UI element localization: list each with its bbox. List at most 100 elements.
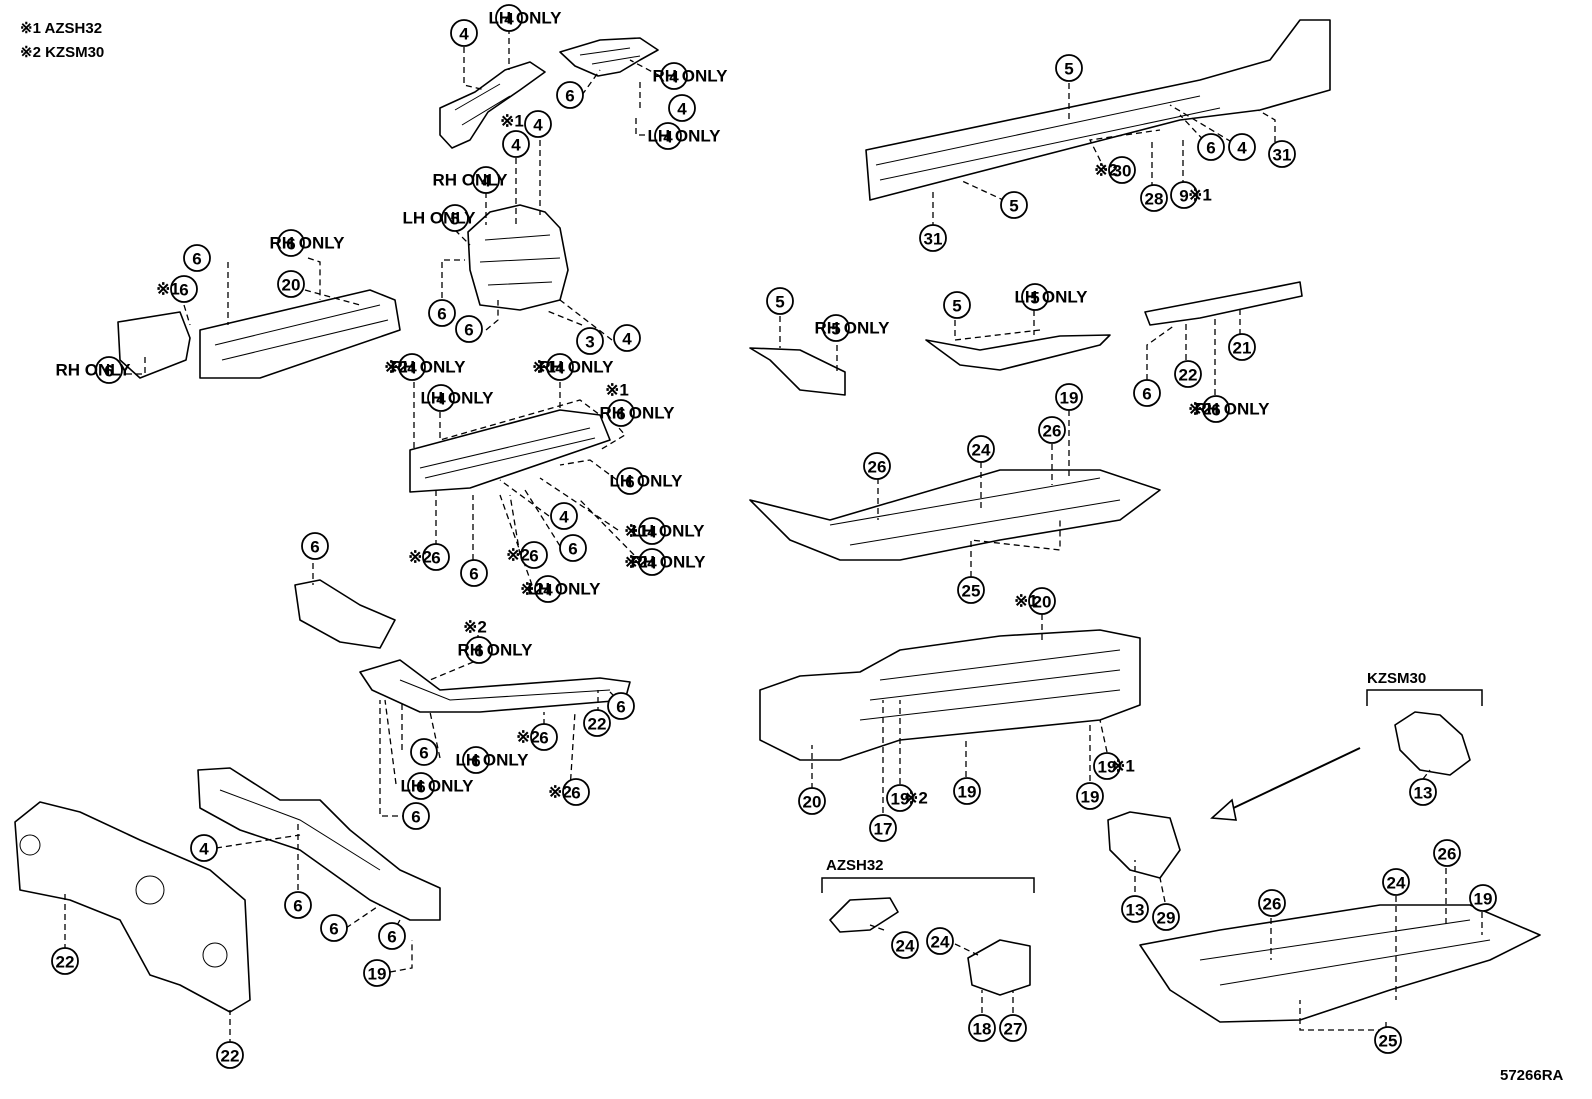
callout-4: 4※1RH ONLY xyxy=(532,353,614,381)
callout-19: 19 xyxy=(953,777,981,805)
callout-circle xyxy=(550,502,578,530)
callout-number: 6 xyxy=(616,698,625,717)
part-dash-panel xyxy=(14,801,251,1013)
legend-note-2: ※2 KZSM30 xyxy=(20,44,104,61)
callout-circle xyxy=(1140,184,1168,212)
callout-circle xyxy=(495,4,523,32)
callout-6: 6 xyxy=(428,299,456,327)
callout-number: 4 xyxy=(647,523,657,542)
callout-25: 25 xyxy=(957,576,985,604)
callout-4: 4 xyxy=(550,502,578,530)
callout-variant-mark: ※1 xyxy=(605,381,629,400)
callout-19: 19※1 xyxy=(1093,752,1135,780)
callout-circle xyxy=(638,517,666,545)
callout-circle xyxy=(422,543,450,571)
callout-circle xyxy=(301,532,329,560)
callout-5: 5 xyxy=(943,291,971,319)
callout-number: 24 xyxy=(896,937,915,956)
callout-prefix: ※2 xyxy=(516,728,540,747)
callout-number: 20 xyxy=(282,276,301,295)
callout-13: 13 xyxy=(1409,778,1437,806)
callout-number: 28 xyxy=(1145,190,1164,209)
callout-number: 5 xyxy=(1009,197,1018,216)
callout-circle xyxy=(1108,156,1136,184)
callout-number: 5 xyxy=(1064,60,1073,79)
callout-circle xyxy=(607,399,635,427)
callout-22: 22 xyxy=(1174,360,1202,388)
callout-number: 5 xyxy=(1030,289,1039,308)
callout-number: 6 xyxy=(539,729,548,748)
callout-number: 19 xyxy=(1474,890,1493,909)
callout-suffix: LH ONLY xyxy=(1014,288,1088,307)
callout-circle xyxy=(95,356,123,384)
callout-number: 24 xyxy=(972,441,991,460)
callout-19: 19 xyxy=(1055,383,1083,411)
callout-number: 5 xyxy=(831,320,840,339)
callout-4: 4※1 xyxy=(500,112,530,158)
callout-circle xyxy=(170,275,198,303)
callout-4: 4LH ONLY xyxy=(647,122,721,150)
callout-circle xyxy=(668,94,696,122)
callout-6: 6※2 xyxy=(548,778,590,806)
callout-suffix: ※1 xyxy=(1111,757,1135,776)
callout-number: 13 xyxy=(1126,901,1145,920)
callout-circle xyxy=(1469,884,1497,912)
callout-number: 9 xyxy=(1179,187,1188,206)
part-cross-member xyxy=(409,409,611,493)
callout-variant-mark: ※2 xyxy=(463,618,487,637)
part-cowl-bracket-right xyxy=(559,37,659,77)
callout-4: 4 xyxy=(613,324,641,352)
callout-circle xyxy=(216,1041,244,1069)
leader-lines xyxy=(64,28,1483,1055)
callout-19: 19 xyxy=(1469,884,1497,912)
callout-4: 4 xyxy=(1228,133,1256,161)
callout-24: 24 xyxy=(926,927,954,955)
callout-prefix: ※2 xyxy=(384,358,408,377)
callout-number: 26 xyxy=(868,458,887,477)
callout-circle xyxy=(638,548,666,576)
callout-circle xyxy=(1268,140,1296,168)
callout-number: 6 xyxy=(469,565,478,584)
callout-circle xyxy=(460,559,488,587)
part-cowl-bracket-left xyxy=(439,61,546,149)
callout-prefix: ※1 xyxy=(156,280,180,299)
callout-number: 19 xyxy=(891,790,910,809)
callout-circle xyxy=(562,778,590,806)
callout-number: 4 xyxy=(504,10,514,29)
callout-prefix: RH ONLY xyxy=(56,361,132,380)
callout-circle xyxy=(441,204,469,232)
callout-number: 19 xyxy=(1060,389,1079,408)
callout-number: 6 xyxy=(1211,401,1220,420)
callout-27: 27 xyxy=(999,1014,1027,1042)
callout-number: 25 xyxy=(962,582,981,601)
callout-suffix: RH ONLY xyxy=(391,358,467,377)
callout-4: 4 xyxy=(190,834,218,862)
callout-6: 6※2 xyxy=(506,541,548,569)
callout-prefix: ※1 xyxy=(1014,592,1038,611)
group-kzsm30: KZSM30 xyxy=(1366,670,1483,706)
callout-prefix: ※1 xyxy=(532,358,556,377)
callout-4: 4※2RH ONLY xyxy=(624,548,706,576)
callout-number: 22 xyxy=(588,715,607,734)
callout-number: 6 xyxy=(411,808,420,827)
callout-number: 26 xyxy=(1043,422,1062,441)
callout-number: 4 xyxy=(481,172,491,191)
callout-circle xyxy=(822,314,850,342)
callout-24: 24 xyxy=(1382,868,1410,896)
callout-19: 19 xyxy=(1076,782,1104,810)
callout-6: 6 xyxy=(301,532,329,560)
part-front-apron xyxy=(467,204,569,311)
callout-circle xyxy=(616,467,644,495)
callout-number: 20 xyxy=(803,793,822,812)
callout-prefix: ※1 xyxy=(624,522,648,541)
callout-number: 4 xyxy=(559,508,569,527)
callout-4: 4※2LH ONLY xyxy=(520,575,601,603)
callout-18: 18 xyxy=(968,1014,996,1042)
callout-circle xyxy=(607,692,635,720)
callout-suffix: RH ONLY xyxy=(600,404,676,423)
callout-prefix: ※2 xyxy=(624,553,648,572)
callout-circle xyxy=(1152,903,1180,931)
callout-circle xyxy=(953,777,981,805)
callout-6: 6 xyxy=(1133,379,1161,407)
